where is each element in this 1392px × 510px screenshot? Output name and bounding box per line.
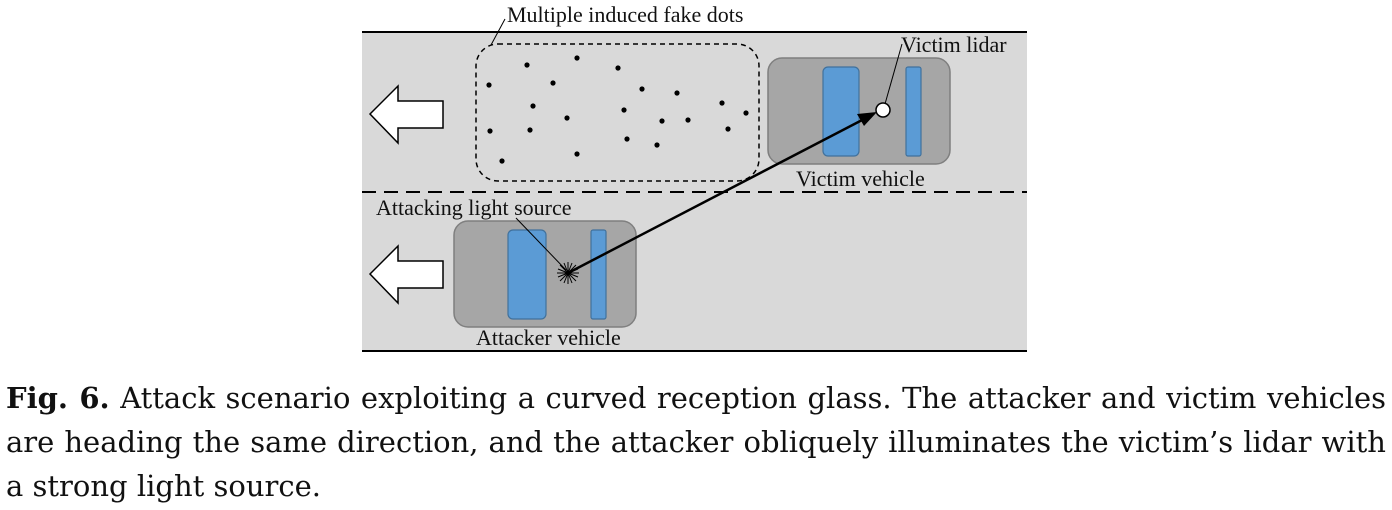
victim-lidar-label: Victim lidar [901, 32, 1007, 57]
attacker-rear-window [590, 229, 607, 320]
caption-text: Attack scenario exploiting a curved rece… [6, 381, 1387, 503]
caption-label: Fig. 6. [6, 381, 110, 415]
attack-beam-arrowhead [857, 112, 877, 126]
figure-caption: Fig. 6. Attack scenario exploiting a cur… [6, 376, 1386, 508]
victim-lidar-icon [875, 102, 891, 118]
fake-dots-label: Multiple induced fake dots [507, 2, 743, 27]
victim-rear-window [905, 66, 922, 157]
fake-dots [486, 55, 749, 164]
victim-windshield [822, 66, 860, 157]
fake-dots-leader [490, 18, 506, 46]
light-source-label: Attacking light source [376, 195, 572, 220]
fake-dots-region [475, 43, 760, 182]
attack-diagram: Multiple induced fake dots Victim lidar … [362, 2, 1027, 352]
light-source-leader [515, 217, 567, 271]
attack-beam [567, 116, 867, 275]
direction-arrow-icon-lower [368, 244, 444, 305]
victim-lidar-leader [884, 43, 903, 105]
starburst-icon [557, 262, 579, 284]
direction-arrow-icon-upper [368, 84, 444, 145]
victim-vehicle-label: Victim vehicle [796, 166, 925, 191]
attacker-vehicle-label: Attacker vehicle [476, 325, 621, 350]
